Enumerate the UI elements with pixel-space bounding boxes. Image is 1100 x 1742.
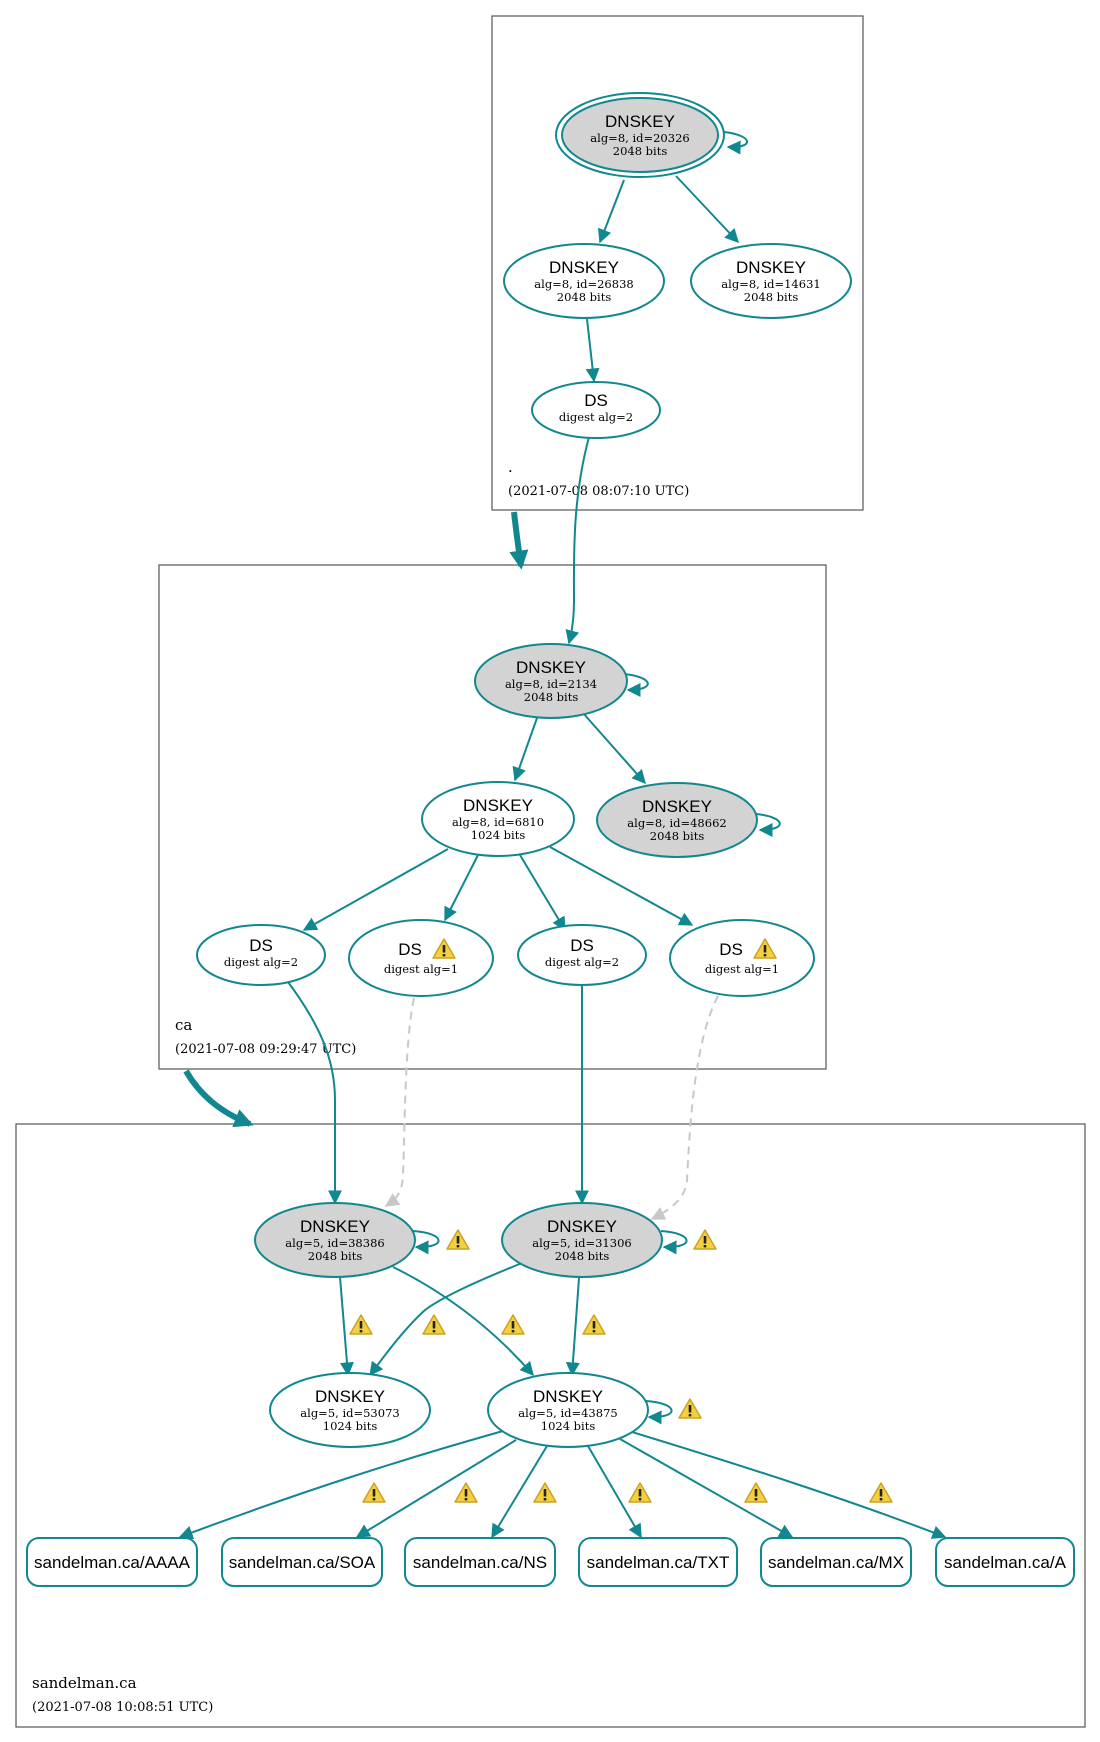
node-title: DNSKEY (736, 258, 806, 277)
ds-node-ca-3[interactable]: DS digest alg=2 (517, 924, 647, 986)
node-detail: 2048 bits (613, 144, 668, 158)
node-detail: digest alg=2 (545, 955, 619, 969)
node-detail: 1024 bits (471, 828, 526, 842)
root-zone-edges (565, 131, 749, 645)
node-detail: alg=8, id=6810 (452, 815, 544, 829)
node-detail: digest alg=2 (559, 410, 633, 424)
delegation-ca-to-sandelman-arrow (183, 1069, 254, 1128)
dnskey-node-31306[interactable]: DNSKEY alg=5, id=31306 2048 bits (501, 1202, 663, 1278)
rrset-label: sandelman.ca/SOA (229, 1553, 376, 1572)
dnskey-node-20326[interactable]: DNSKEY alg=8, id=20326 2048 bits (555, 92, 725, 178)
node-detail: alg=8, id=26838 (534, 277, 633, 291)
node-title: DNSKEY (547, 1217, 617, 1236)
dnskey-node-2134[interactable]: DNSKEY alg=8, id=2134 2048 bits (474, 643, 628, 719)
ds-node-root[interactable]: DS digest alg=2 (531, 381, 661, 439)
node-detail: alg=8, id=48662 (627, 816, 726, 830)
rrset-a[interactable]: sandelman.ca/A (935, 1537, 1075, 1587)
dnskey-node-26838[interactable]: DNSKEY alg=8, id=26838 2048 bits (503, 243, 665, 319)
zone-root-name: . (508, 458, 513, 476)
rrset-txt[interactable]: sandelman.ca/TXT (578, 1537, 738, 1587)
zone-sandelman-name: sandelman.ca (32, 1674, 137, 1692)
ca-zone-edges (287, 673, 781, 1220)
node-title: DS (249, 936, 273, 955)
node-title: DS (570, 936, 594, 955)
node-detail: 1024 bits (323, 1419, 378, 1433)
node-title: DNSKEY (300, 1217, 370, 1236)
node-detail: digest alg=1 (384, 962, 458, 976)
rrset-label: sandelman.ca/A (944, 1553, 1067, 1572)
rrset-label: sandelman.ca/MX (768, 1553, 904, 1572)
node-detail: alg=5, id=53073 (300, 1406, 399, 1420)
dnskey-node-48662[interactable]: DNSKEY alg=8, id=48662 2048 bits (596, 782, 758, 858)
node-title: DNSKEY (549, 258, 619, 277)
node-title: DNSKEY (516, 658, 586, 677)
dnskey-node-43875[interactable]: DNSKEY alg=5, id=43875 1024 bits (487, 1372, 649, 1448)
node-title: DNSKEY (533, 1387, 603, 1406)
zone-ca-name: ca (175, 1016, 192, 1034)
rrset-label: sandelman.ca/AAAA (34, 1553, 191, 1572)
dnskey-node-14631[interactable]: DNSKEY alg=8, id=14631 2048 bits (690, 243, 852, 319)
node-title: DS (398, 940, 422, 959)
node-detail: alg=5, id=43875 (518, 1406, 617, 1420)
node-detail: 2048 bits (744, 290, 799, 304)
delegation-root-to-ca-arrow (509, 511, 529, 570)
rrset-aaaa[interactable]: sandelman.ca/AAAA (26, 1537, 198, 1587)
node-detail: alg=8, id=20326 (590, 131, 689, 145)
sandelman-zone-edges (178, 1230, 947, 1540)
zone-ca-timestamp: (2021-07-08 09:29:47 UTC) (175, 1042, 356, 1057)
dnskey-node-53073[interactable]: DNSKEY alg=5, id=53073 1024 bits (269, 1372, 431, 1448)
node-detail: alg=5, id=38386 (285, 1236, 384, 1250)
ds-node-ca-1[interactable]: DS digest alg=2 (196, 924, 326, 986)
node-detail: digest alg=1 (705, 962, 779, 976)
dnskey-node-6810[interactable]: DNSKEY alg=8, id=6810 1024 bits (421, 781, 575, 857)
node-detail: alg=8, id=14631 (721, 277, 820, 291)
rrset-mx[interactable]: sandelman.ca/MX (760, 1537, 912, 1587)
node-detail: 2048 bits (555, 1249, 610, 1263)
zone-root-timestamp: (2021-07-08 08:07:10 UTC) (508, 484, 689, 499)
node-title: DNSKEY (463, 796, 533, 815)
node-detail: alg=8, id=2134 (505, 677, 597, 691)
rrset-label: sandelman.ca/TXT (587, 1553, 730, 1572)
node-detail: 2048 bits (557, 290, 612, 304)
node-title: DNSKEY (605, 112, 675, 131)
node-detail: 1024 bits (541, 1419, 596, 1433)
node-title: DS (584, 391, 608, 410)
node-title: DNSKEY (642, 797, 712, 816)
node-detail: digest alg=2 (224, 955, 298, 969)
zone-sandelman-timestamp: (2021-07-08 10:08:51 UTC) (32, 1700, 213, 1715)
rrset-soa[interactable]: sandelman.ca/SOA (221, 1537, 383, 1587)
node-detail: 2048 bits (308, 1249, 363, 1263)
node-detail: alg=5, id=31306 (532, 1236, 631, 1250)
rrset-label: sandelman.ca/NS (413, 1553, 547, 1572)
node-detail: 2048 bits (650, 829, 705, 843)
ds-node-ca-4[interactable]: DS digest alg=1 (669, 919, 815, 997)
dnskey-node-38386[interactable]: DNSKEY alg=5, id=38386 2048 bits (254, 1202, 416, 1278)
node-title: DNSKEY (315, 1387, 385, 1406)
rrset-ns[interactable]: sandelman.ca/NS (404, 1537, 556, 1587)
node-detail: 2048 bits (524, 690, 579, 704)
ds-node-ca-2[interactable]: DS digest alg=1 (348, 919, 494, 997)
node-title: DS (719, 940, 743, 959)
